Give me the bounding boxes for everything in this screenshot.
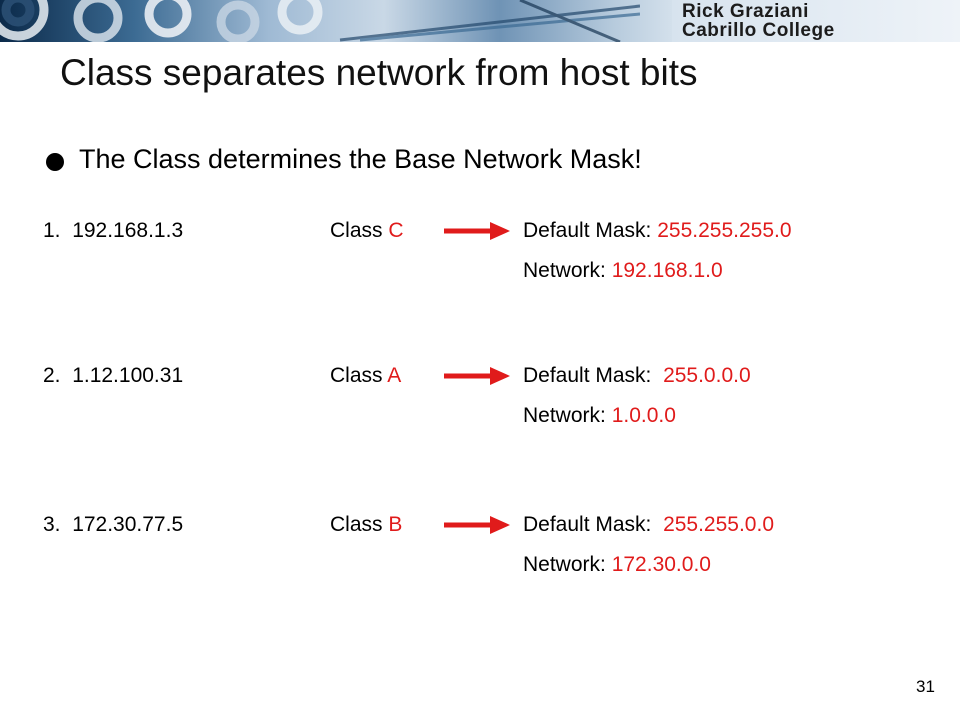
right-arrow-icon: [444, 222, 510, 240]
right-arrow-icon: [444, 516, 510, 534]
mask-value: 255.0.0.0: [663, 364, 751, 387]
header-banner: Rick Graziani Cabrillo College: [0, 0, 960, 42]
right-arrow-icon: [444, 367, 510, 385]
network-value: 1.0.0.0: [611, 404, 676, 427]
institution-name: Cabrillo College: [682, 20, 835, 41]
example-address: 3. 172.30.77.5: [43, 513, 184, 536]
page-number: 31: [916, 677, 935, 696]
example-row-1: 1. 192.168.1.3 Class C Default Mask: 255…: [0, 219, 960, 309]
class-letter: B: [388, 513, 403, 536]
slide-title: Class separates network from host bits: [60, 52, 698, 93]
default-mask: Default Mask: 255.255.0.0: [523, 513, 774, 536]
default-mask: Default Mask: 255.0.0.0: [523, 364, 751, 387]
author-name: Rick Graziani: [682, 1, 809, 22]
author-credit: Rick Graziani Cabrillo College: [672, 0, 960, 42]
example-class: Class B: [330, 513, 403, 536]
bullet-text: The Class determines the Base Network Ma…: [79, 144, 642, 174]
example-row-2: 2. 1.12.100.31 Class A Default Mask: 255…: [0, 364, 960, 454]
class-letter: C: [388, 219, 404, 242]
class-letter: A: [387, 364, 402, 387]
example-address: 2. 1.12.100.31: [43, 364, 184, 387]
network-address: Network: 1.0.0.0: [523, 404, 676, 427]
cable-rings-decoration: [0, 0, 640, 42]
example-row-3: 3. 172.30.77.5 Class B Default Mask: 255…: [0, 513, 960, 603]
bullet-icon: [46, 153, 64, 171]
network-address: Network: 172.30.0.0: [523, 553, 711, 576]
network-value: 192.168.1.0: [611, 259, 723, 282]
network-value: 172.30.0.0: [611, 553, 711, 576]
mask-value: 255.255.0.0: [663, 513, 774, 536]
example-class: Class A: [330, 364, 402, 387]
default-mask: Default Mask: 255.255.255.0: [523, 219, 792, 242]
mask-value: 255.255.255.0: [657, 219, 792, 242]
example-class: Class C: [330, 219, 404, 242]
network-address: Network: 192.168.1.0: [523, 259, 723, 282]
example-address: 1. 192.168.1.3: [43, 219, 184, 242]
